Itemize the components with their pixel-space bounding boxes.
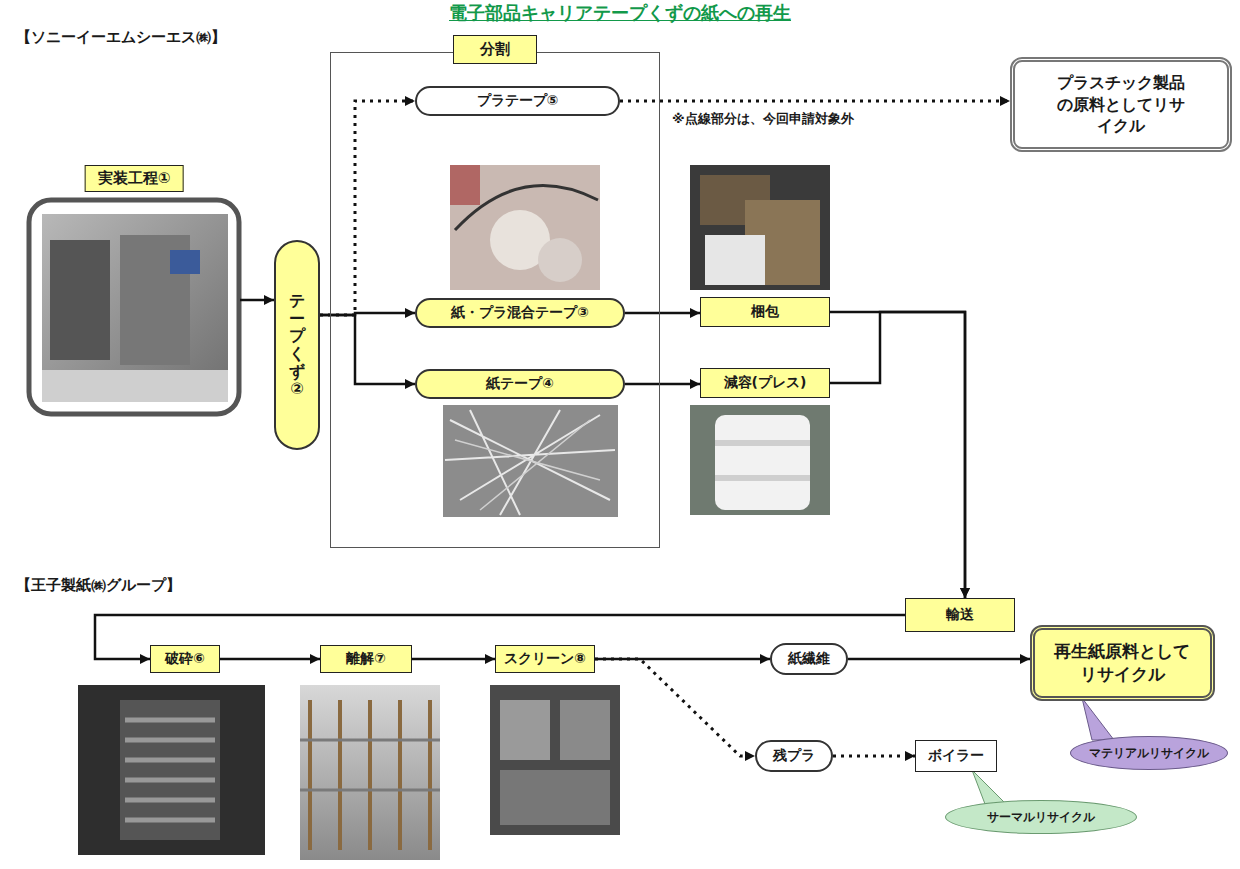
packing-photo	[690, 165, 830, 290]
company-label: 【王子製紙㈱グループ】	[16, 576, 181, 595]
separation-region: 分割プラテープ⑤紙・プラ混合テープ③紙テープ④	[330, 52, 660, 548]
screen-photo	[490, 685, 620, 835]
flow-arrow	[240, 299, 274, 302]
node-text: テープくず②	[289, 292, 305, 398]
callout-tail	[1082, 698, 1114, 740]
company-label: 【ソニーイーエムシーエス㈱】	[16, 28, 226, 47]
process-box: 梱包	[700, 297, 830, 327]
node-text: スクリーン⑧	[504, 650, 586, 668]
node-text: 離解⑦	[346, 650, 386, 668]
dotted-arrow	[833, 755, 915, 758]
node-text: 再生紙原料としてリサイクル	[1051, 640, 1194, 686]
node-text: 残プラ	[773, 747, 815, 765]
outline-pill: 紙繊維	[770, 643, 848, 675]
outline-pill: プラテープ⑤	[415, 86, 620, 116]
boiler-box: ボイラー	[915, 740, 997, 772]
flow-arrow	[830, 312, 965, 598]
tape-pill: 紙・プラ混合テープ③	[415, 298, 625, 328]
node-text: マテリアルリサイクル	[1089, 745, 1209, 762]
flow-arrow	[830, 312, 965, 598]
note-text: ※点線部分は、今回申請対象外	[672, 110, 854, 128]
pulper-photo	[300, 685, 440, 860]
node-text: 紙・プラ混合テープ③	[451, 304, 589, 322]
flow-arrow	[412, 658, 495, 661]
waste-pill: テープくず②	[274, 240, 320, 450]
callout-tail	[972, 770, 1006, 804]
node-text: プラスチック製品の原料としてリサイクル	[1055, 72, 1188, 137]
node-text: 減容(プレス)	[724, 374, 807, 392]
process-box: 離解⑦	[320, 645, 412, 673]
tape-pill: 紙テープ④	[415, 369, 625, 399]
diagram-title: 電子部品キャリアテープくずの紙への再生	[449, 1, 791, 25]
node-text: プラテープ⑤	[477, 92, 559, 110]
dotted-arrow	[595, 659, 755, 756]
callout-bubble: サーマルリサイクル	[945, 800, 1137, 834]
crusher-photo	[78, 685, 265, 855]
callout-bubble: マテリアルリサイクル	[1070, 736, 1228, 770]
process-box: 減容(プレス)	[700, 368, 830, 398]
outline-pill: 残プラ	[755, 740, 833, 772]
flow-arrow	[625, 383, 700, 386]
node-text: サーマルリサイクル	[987, 809, 1095, 826]
process-box: 輸送	[905, 598, 1015, 632]
node-text: 分割	[453, 35, 537, 64]
flow-arrow	[320, 315, 415, 384]
paper-tape-photo	[443, 405, 618, 517]
node-text: 実装工程①	[85, 165, 184, 192]
node-text: 輸送	[946, 606, 974, 624]
recycle-box: プラスチック製品の原料としてリサイクル	[1010, 57, 1232, 152]
press-photo	[690, 405, 830, 515]
flow-arrow	[848, 658, 1030, 661]
node-text: 紙テープ④	[486, 375, 554, 393]
process-box: 破砕⑥	[150, 645, 220, 673]
process-box: スクリーン⑧	[495, 645, 595, 673]
node-text: ボイラー	[928, 747, 984, 765]
flow-arrow	[220, 658, 320, 661]
flow-arrow	[625, 312, 700, 315]
node-text: 破砕⑥	[165, 650, 205, 668]
dotted-arrow	[320, 101, 415, 315]
dotted-arrow	[620, 100, 1010, 103]
machine-photo	[29, 200, 239, 414]
process-photo-box: 実装工程①	[28, 165, 240, 415]
recycle-box: 再生紙原料としてリサイクル	[1030, 625, 1215, 701]
node-text: 紙繊維	[788, 650, 830, 668]
node-text: 梱包	[751, 303, 779, 321]
mixed-tape-photo	[450, 165, 600, 290]
